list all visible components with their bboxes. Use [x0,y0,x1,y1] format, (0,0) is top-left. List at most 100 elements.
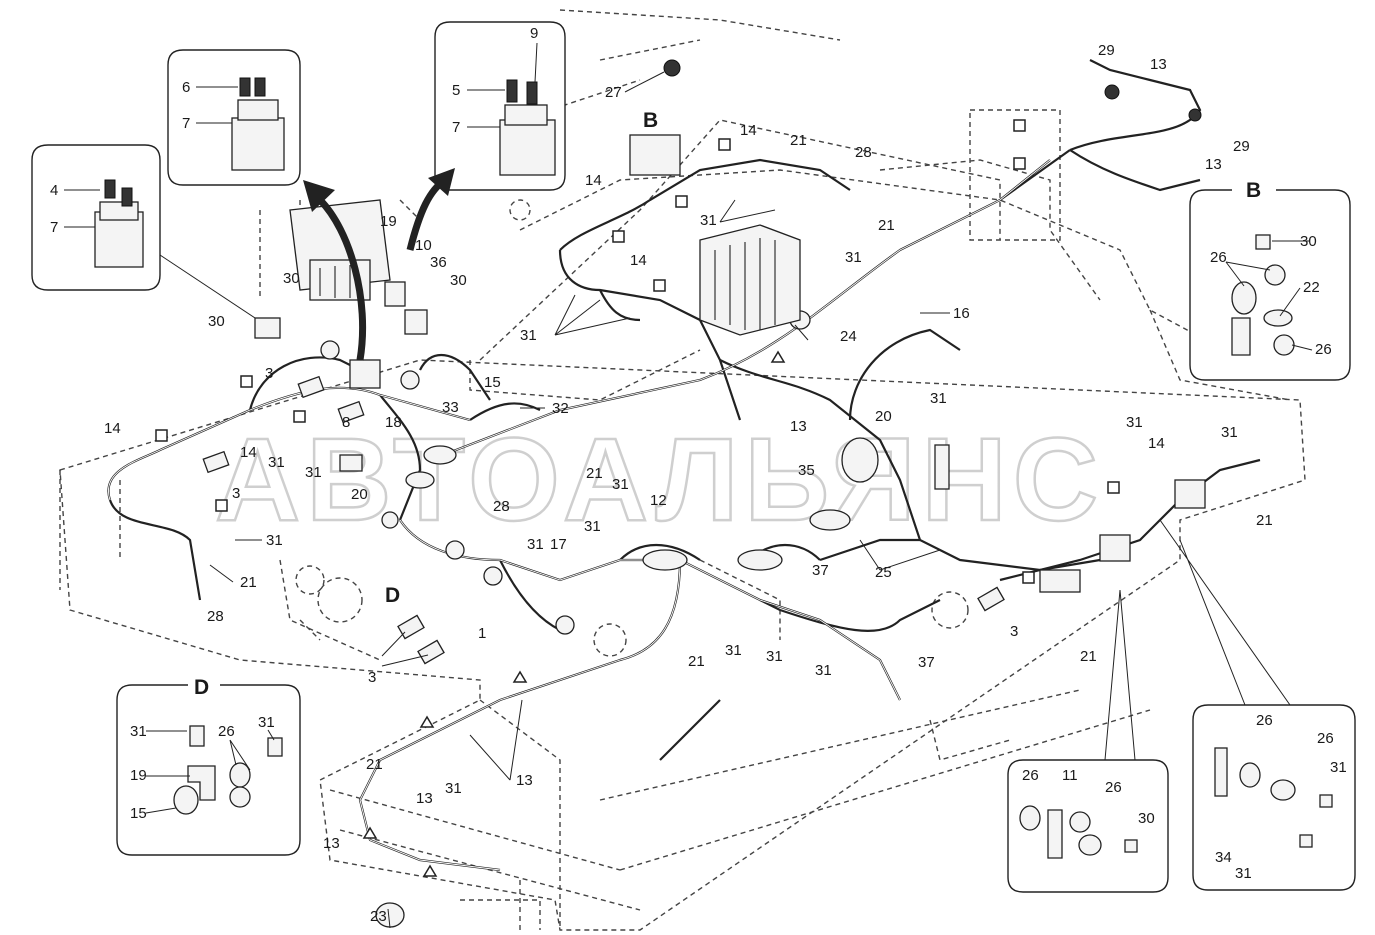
watermark-text: АВТОАЛЬЯНС [215,414,1104,546]
callout-14: 14 [240,444,257,461]
detail-view-d [116,675,301,856]
view-label-b: B [1246,179,1261,202]
callout-21: 21 [1080,648,1097,665]
callout-21: 21 [586,465,603,482]
callout-14: 14 [740,122,757,139]
callout-31: 31 [527,536,544,553]
triangle-markers [362,350,786,877]
callout-13: 13 [790,418,807,435]
callout-22: 22 [1303,279,1320,296]
callout-26: 26 [1022,767,1039,784]
callout-31: 31 [815,662,832,679]
callout-15: 15 [484,374,501,391]
callout-31: 31 [1221,424,1238,441]
callout-31: 31 [700,212,717,229]
callout-9: 9 [530,25,538,42]
callout-26: 26 [1315,341,1332,358]
callout-3: 3 [232,485,240,502]
callout-31: 31 [1330,759,1347,776]
callout-10: 10 [415,237,432,254]
frame-outline [59,9,1306,931]
callout-31: 31 [930,390,947,407]
callout-31: 31 [130,723,147,740]
callout-16: 16 [953,305,970,322]
callout-13: 13 [1150,56,1167,73]
detail-view-b [1189,178,1351,381]
callout-26: 26 [1105,779,1122,796]
callout-30: 30 [1138,810,1155,827]
detail-relay-4-7 [31,144,256,319]
callout-24: 24 [840,328,857,345]
view-label-d: D [194,676,209,699]
leader-lines [64,42,1313,929]
callout-14: 14 [104,420,121,437]
callout-31: 31 [268,454,285,471]
callout-31: 31 [445,780,462,797]
callout-33: 33 [442,399,459,416]
pointer-arrows [303,168,455,361]
callout-14: 14 [1148,435,1165,452]
callout-1: 1 [478,625,486,642]
callout-32: 32 [552,400,569,417]
control-valve [629,134,801,336]
callout-36: 36 [430,254,447,271]
callout-29: 29 [1098,42,1115,59]
callout-31: 31 [1235,865,1252,882]
callout-20: 20 [351,486,368,503]
detail-clamp-11 [1007,589,1169,893]
callout-7: 7 [452,119,460,136]
callout-21: 21 [878,217,895,234]
callout-19: 19 [130,767,147,784]
callout-14: 14 [630,252,647,269]
callout-37: 37 [812,562,829,579]
callout-31: 31 [258,714,275,731]
callout-21: 21 [240,574,257,591]
callout-31: 31 [305,464,322,481]
callout-3: 3 [265,365,273,382]
callout-13: 13 [416,790,433,807]
callout-31: 31 [845,249,862,266]
callout-20: 20 [875,408,892,425]
callout-7: 7 [182,115,190,132]
callout-27: 27 [605,84,622,101]
view-label-d-marker: D [385,584,400,607]
callout-26: 26 [218,723,235,740]
callout-29: 29 [1233,138,1250,155]
callout-21: 21 [366,756,383,773]
callout-30: 30 [450,272,467,289]
callout-37: 37 [918,654,935,671]
callout-28: 28 [207,608,224,625]
callout-30: 30 [283,270,300,287]
detail-relay-5-9-7 [434,21,566,191]
callout-18: 18 [385,414,402,431]
callout-3: 3 [368,669,376,686]
callout-8: 8 [342,414,350,431]
callout-31: 31 [725,642,742,659]
callout-21: 21 [688,653,705,670]
callout-19: 19 [380,213,397,230]
callout-5: 5 [452,82,460,99]
callout-7: 7 [50,219,58,236]
callout-30: 30 [208,313,225,330]
callout-13: 13 [1205,156,1222,173]
callout-14: 14 [585,172,602,189]
callout-31: 31 [766,648,783,665]
callout-21: 21 [790,132,807,149]
callout-28: 28 [493,498,510,515]
callout-3: 3 [1010,623,1018,640]
callout-11: 11 [1062,767,1078,784]
square-markers [155,119,1120,584]
callout-23: 23 [370,908,387,925]
callout-13: 13 [323,835,340,852]
callout-12: 12 [650,492,667,509]
callout-31: 31 [1126,414,1143,431]
callout-13: 13 [516,772,533,789]
callout-21: 21 [1256,512,1273,529]
view-label-b-marker: B [643,109,658,132]
callout-6: 6 [182,79,190,96]
callout-4: 4 [50,182,58,199]
detail-relay-6-7 [167,49,301,186]
connectors [202,59,1206,928]
callout-28: 28 [855,144,872,161]
